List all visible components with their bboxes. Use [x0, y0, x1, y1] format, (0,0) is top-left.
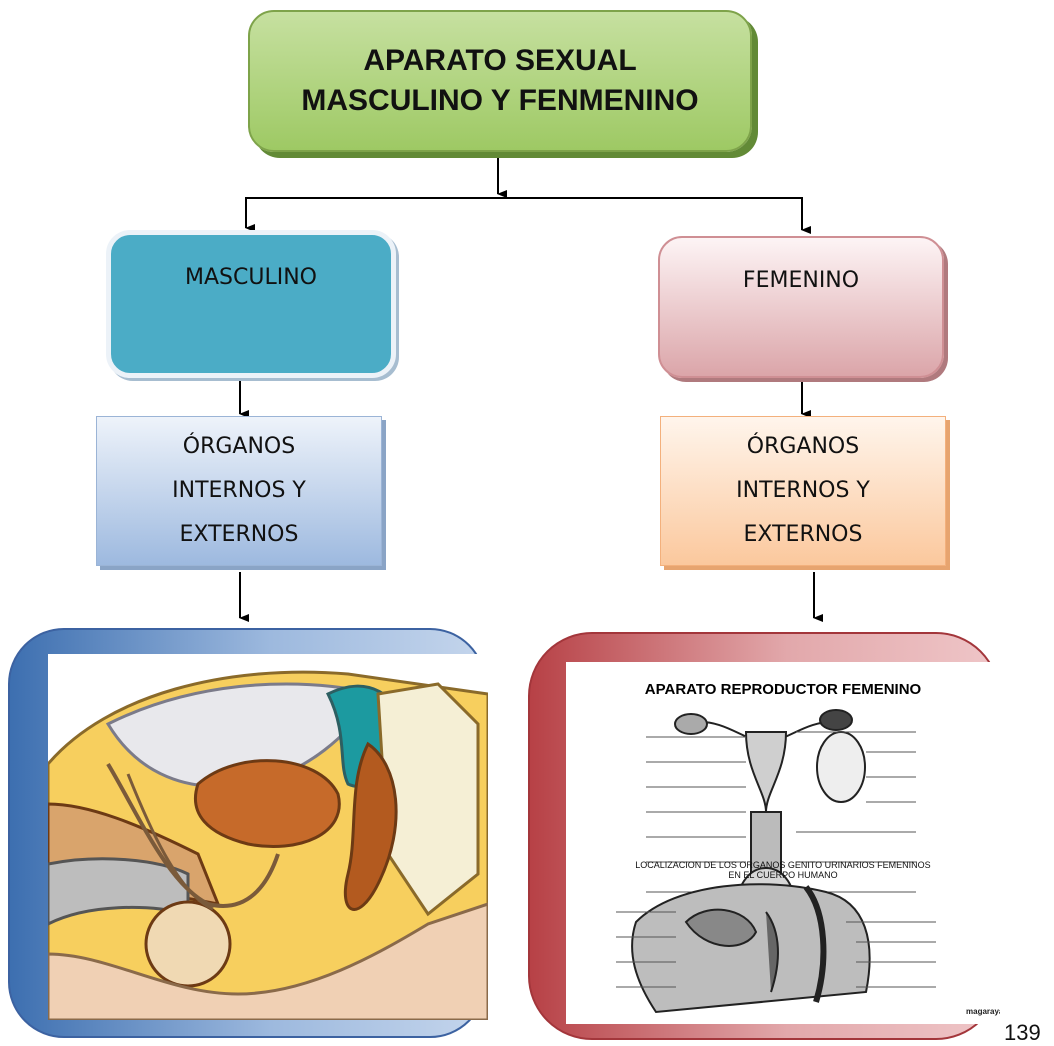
worksheet-subtitle-line2: EN EL CUERPO HUMANO — [728, 870, 837, 880]
worksheet-credit: magaraya — [966, 1007, 1000, 1016]
male-branch-label: MASCULINO — [185, 265, 317, 290]
female-branch-box: FEMENINO — [658, 236, 944, 378]
worksheet-subtitle-line1: LOCALIZACION DE LOS ORGANOS GENITO URINA… — [635, 860, 930, 870]
male-anatomy-illustration — [48, 654, 488, 1020]
male-branch-box: MASCULINO — [106, 230, 396, 378]
diagram-title: APARATO SEXUAL MASCULINO Y FENMENINO — [248, 10, 752, 152]
female-anatomy-worksheet: APARATO REPRODUCTOR FEMENINO LOCALIZACIO… — [566, 662, 1000, 1024]
male-organs-box: ÓRGANOS INTERNOS Y EXTERNOS — [96, 416, 382, 566]
branch-line — [245, 197, 803, 226]
worksheet-title: APARATO REPRODUCTOR FEMENINO — [645, 681, 922, 698]
female-organs-box: ÓRGANOS INTERNOS Y EXTERNOS — [660, 416, 946, 566]
female-branch-label: FEMENINO — [742, 268, 860, 293]
page-number: 139 — [1004, 1020, 1041, 1045]
